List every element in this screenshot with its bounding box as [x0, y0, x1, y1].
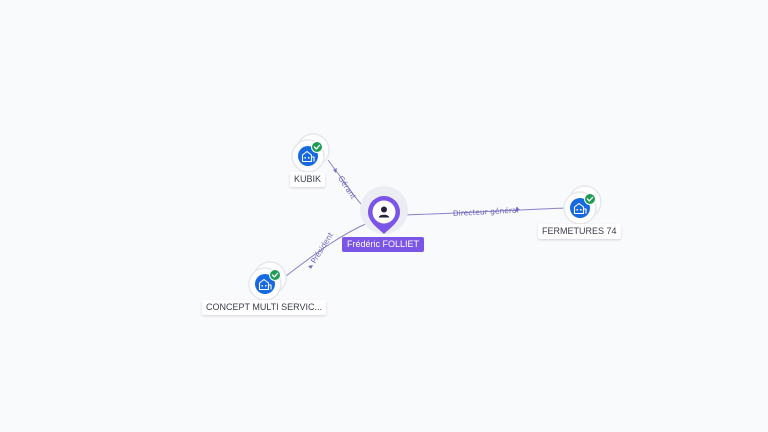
person-node[interactable]: [360, 186, 408, 234]
edge-kubik: Gérant: [327, 159, 367, 210]
arrow-icon: [516, 207, 520, 212]
company-label-concept[interactable]: CONCEPT MULTI SERVIC...: [202, 300, 327, 315]
check-icon: [584, 193, 596, 205]
company-node-fermetures[interactable]: [563, 185, 602, 225]
arrow-icon: [308, 265, 313, 269]
building-icon: [573, 202, 587, 215]
building-icon: [258, 278, 272, 291]
check-icon: [269, 269, 281, 281]
company-label-kubik[interactable]: KUBIK: [290, 172, 326, 187]
edge-label-kubik: Gérant: [336, 174, 358, 201]
person-icon: [378, 206, 390, 218]
company-node-concept[interactable]: [248, 261, 287, 301]
building-icon: [301, 150, 315, 163]
company-label-fermetures[interactable]: FERMETURES 74: [538, 224, 621, 239]
edge-concept: Président: [277, 221, 371, 283]
company-node-kubik[interactable]: [291, 133, 330, 173]
edge-label-fermetures: Directeur général: [453, 206, 519, 218]
person-label[interactable]: Frédéric FOLLIET: [342, 237, 425, 252]
arrow-icon: [333, 168, 337, 173]
edge-label-concept: Président: [309, 231, 335, 265]
edge-fermetures: Directeur général: [397, 206, 567, 218]
check-icon: [311, 141, 323, 153]
